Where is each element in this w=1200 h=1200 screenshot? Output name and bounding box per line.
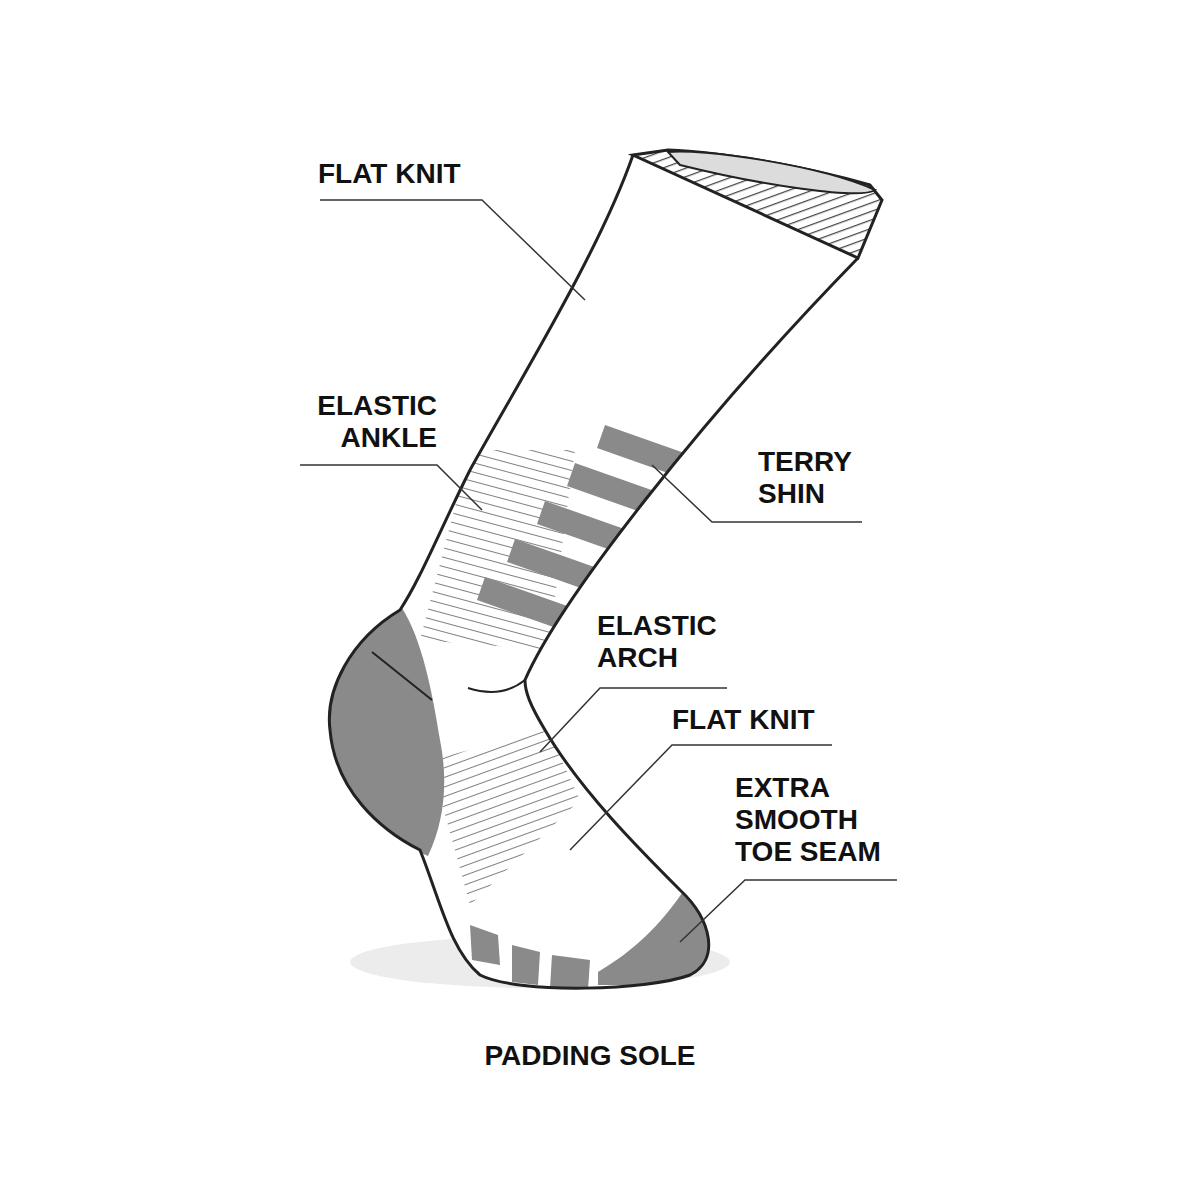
cuff-band [633, 150, 882, 258]
callout-label: ELASTIC ARCH [597, 610, 737, 674]
callout-label: PADDING SOLE [390, 1040, 790, 1072]
cuff-opening [668, 151, 875, 193]
callout-label: FLAT KNIT [672, 704, 815, 736]
callout-label: TERRY SHIN [758, 446, 888, 510]
callout-label: EXTRA SMOOTH TOE SEAM [735, 772, 910, 869]
arch-line [468, 680, 525, 692]
sole-pads [470, 925, 590, 990]
terry-shin-bars [477, 425, 690, 630]
elastic-arch-hatch [430, 730, 580, 905]
elastic-ankle-hatch [420, 450, 575, 650]
callout-label: FLAT KNIT [318, 158, 461, 190]
callout-label: ELASTIC ANKLE [295, 390, 437, 454]
heel-pad [328, 608, 444, 856]
